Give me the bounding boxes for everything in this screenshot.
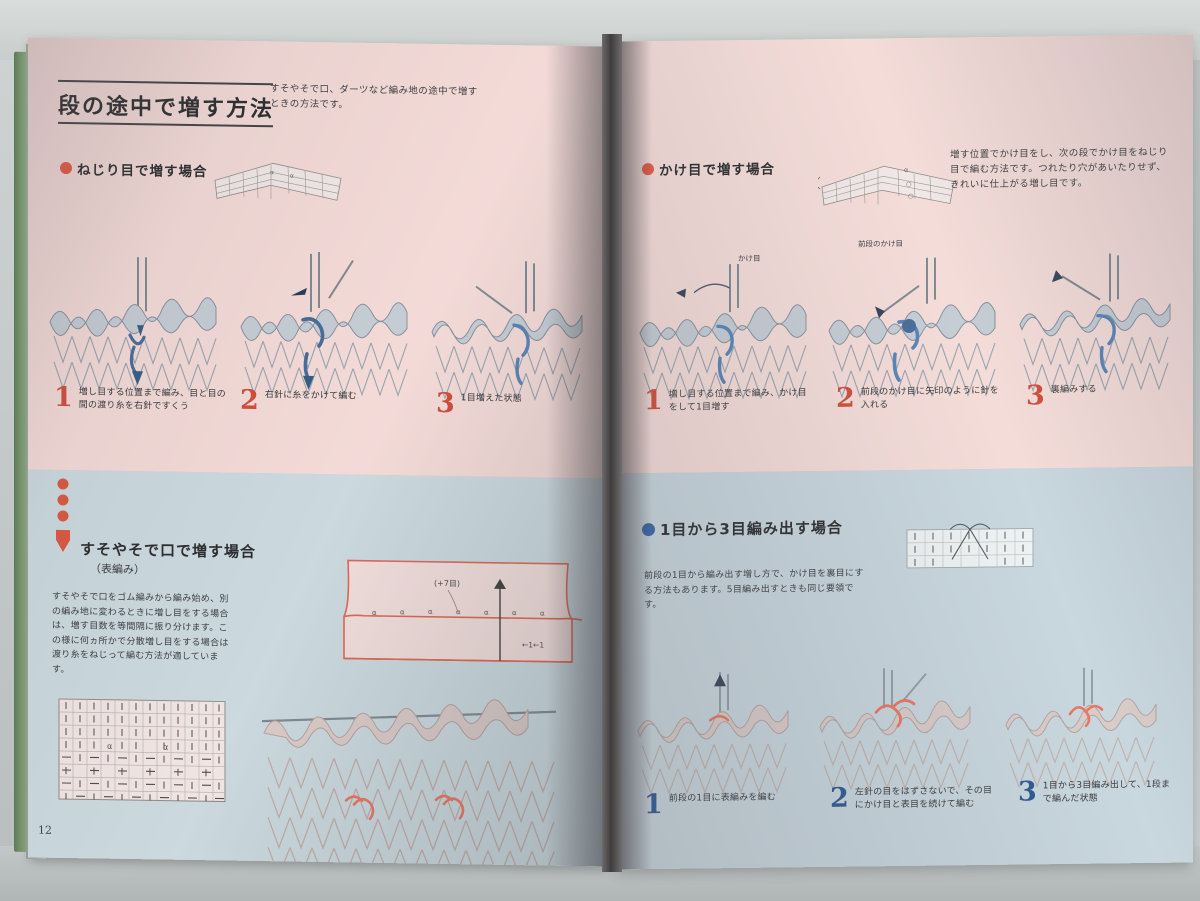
- svg-text:⍺: ⍺: [540, 610, 545, 618]
- yarnover-description: 増す位置でかけ目をし、次の段でかけ目をねじり目で編む方法です。つれたり穴があいた…: [950, 146, 1168, 191]
- svg-text:⍺: ⍺: [400, 608, 405, 616]
- knit-illustration-step-1: [42, 250, 232, 403]
- svg-text:⍺: ⍺: [107, 742, 112, 751]
- step-text: 裏編みする: [1050, 384, 1097, 396]
- page-number: 12: [38, 823, 52, 837]
- svg-text:⍺: ⍺: [512, 609, 517, 617]
- rib-stitch-chart: ⍺⍺: [58, 698, 226, 809]
- three-from-one-chart: [906, 514, 1034, 574]
- down-arrow-marker: [50, 478, 76, 564]
- left-page: 段の途中で増す方法 すそやそで口、ダーツなど編み地の途中で増すときの方法です。 …: [28, 37, 606, 867]
- right-page-gutter-shadow: [618, 41, 652, 870]
- step-number: 3: [1018, 776, 1037, 808]
- svg-text:⍺: ⍺: [270, 169, 274, 176]
- subhead-hem-increase-sub: （表編み）: [90, 562, 145, 577]
- top-stitch-chart-left: ⍺⍺: [213, 128, 343, 206]
- hem-increase-paragraph: すそやそで口をゴム編みから編み始め、別の編み地に変わるときに増し目をする場合は、…: [52, 591, 229, 675]
- step-number: 1: [54, 381, 73, 414]
- svg-text:⍺: ⍺: [456, 608, 461, 616]
- step-number: 2: [830, 782, 849, 814]
- step-item: 3 1目から3目編み出して、1段まで編んだ状態: [1018, 776, 1178, 808]
- subhead-three-from-one: 1目から3目編み出す場合: [642, 517, 843, 540]
- left-page-gutter-shadow: [546, 45, 606, 867]
- svg-text:⍺: ⍺: [163, 743, 168, 752]
- section-title-wrap: 段の途中で増す方法: [58, 79, 288, 128]
- open-book: 段の途中で増す方法 すそやそで口、ダーツなど編み地の途中で増すときの方法です。 …: [6, 14, 1193, 880]
- step-item: 2 右針に糸をかけて編む: [240, 384, 400, 417]
- illustration-label-prev-row-yarnover: 前段のかけ目: [858, 239, 903, 249]
- knit-illustration-3from1-step-3: [1000, 661, 1172, 791]
- hem-schematic: ⍺ ⍺ ⍺ ⍺ ⍺ ⍺ ⍺ (+7目) ←1←1: [340, 554, 586, 674]
- step-number: 3: [1026, 380, 1045, 412]
- step-text: 1目から3目編み出して、1段まで編んだ状態: [1042, 779, 1171, 805]
- subhead-twisted-increase: ねじり目で増す場合: [60, 158, 208, 180]
- step-text: 増し目する位置まで編み、かけ目をして1目増す: [668, 388, 807, 413]
- svg-text:⍺: ⍺: [484, 609, 489, 617]
- step-text: 前段の1目に表編みを編む: [668, 792, 776, 804]
- subhead-hem-increase: すそやそで口で増す場合: [80, 540, 257, 562]
- svg-text:○: ○: [908, 192, 914, 200]
- svg-text:⍺: ⍺: [372, 609, 377, 617]
- top-stitch-chart-right: ⍺ ○ ○: [813, 129, 958, 213]
- step-number: 2: [836, 382, 855, 414]
- section-lede: すそやそで口、ダーツなど編み地の途中で増すときの方法です。: [270, 83, 478, 111]
- step-text: 左針の目をはずさないで、その目にかけ目と表目を続けて編む: [854, 785, 993, 811]
- step-number: 2: [240, 384, 259, 417]
- step-item: 2 前段のかけ目に矢印のように針を入れる: [836, 382, 1001, 414]
- step-item: 1 前段の1目に表編みを編む: [644, 789, 809, 820]
- knit-illustration-step-2: [233, 249, 423, 407]
- page-title: 段の途中で増す方法: [58, 93, 275, 123]
- step-item: 3 裏編みする: [1026, 380, 1166, 412]
- right-page: かけ目で増す場合 ⍺○○ 増す位: [618, 34, 1193, 870]
- knit-illustration-yo-step-3: [1014, 249, 1189, 401]
- knit-illustration-3from1-step-1: [632, 667, 812, 797]
- book-spine: [602, 33, 622, 873]
- svg-text:⍺: ⍺: [428, 608, 433, 616]
- three-from-one-paragraph: 前段の1目から編み出す増し方で、かけ目を裏目にする方法もあります。5目編み出すと…: [644, 568, 864, 611]
- step-text: 増し目する位置まで編み、目と目の間の渡り糸を右針ですくう: [78, 387, 226, 412]
- step-item: 1 増し目する位置まで編み、目と目の間の渡り糸を右針ですくう: [54, 381, 229, 415]
- schematic-row-label: ←1←1: [522, 640, 544, 649]
- subhead-label: 1目から3目編み出す場合: [660, 518, 843, 539]
- knit-swatch-hem-increase: [254, 677, 570, 867]
- step-text: 前段のかけ目に矢印のように針を入れる: [860, 385, 999, 411]
- step-text: 1目増えた状態: [460, 393, 522, 405]
- svg-text:⍺: ⍺: [290, 173, 294, 180]
- step-number: 3: [436, 387, 455, 420]
- step-item: 1 増し目する位置まで編み、かけ目をして1目増す: [644, 385, 814, 416]
- knit-illustration-yo-step-2: [823, 255, 1013, 405]
- step-item: 2 左針の目をはずさないで、その目にかけ目と表目を続けて編む: [830, 782, 995, 814]
- knit-illustration-3from1-step-2: [814, 661, 994, 793]
- svg-text:○: ○: [906, 180, 912, 188]
- knit-illustration-yo-step-1: [634, 261, 824, 408]
- schematic-increase-label: (+7目): [434, 579, 460, 588]
- svg-text:⍺: ⍺: [904, 166, 908, 174]
- step-text: 右針に糸をかけて編む: [264, 390, 357, 402]
- subhead-label: かけ目で増す場合: [659, 161, 775, 180]
- subhead-yarnover-increase: かけ目で増す場合: [642, 158, 775, 180]
- red-bullet-icon: [60, 161, 72, 175]
- subhead-label: ねじり目で増す場合: [77, 162, 208, 181]
